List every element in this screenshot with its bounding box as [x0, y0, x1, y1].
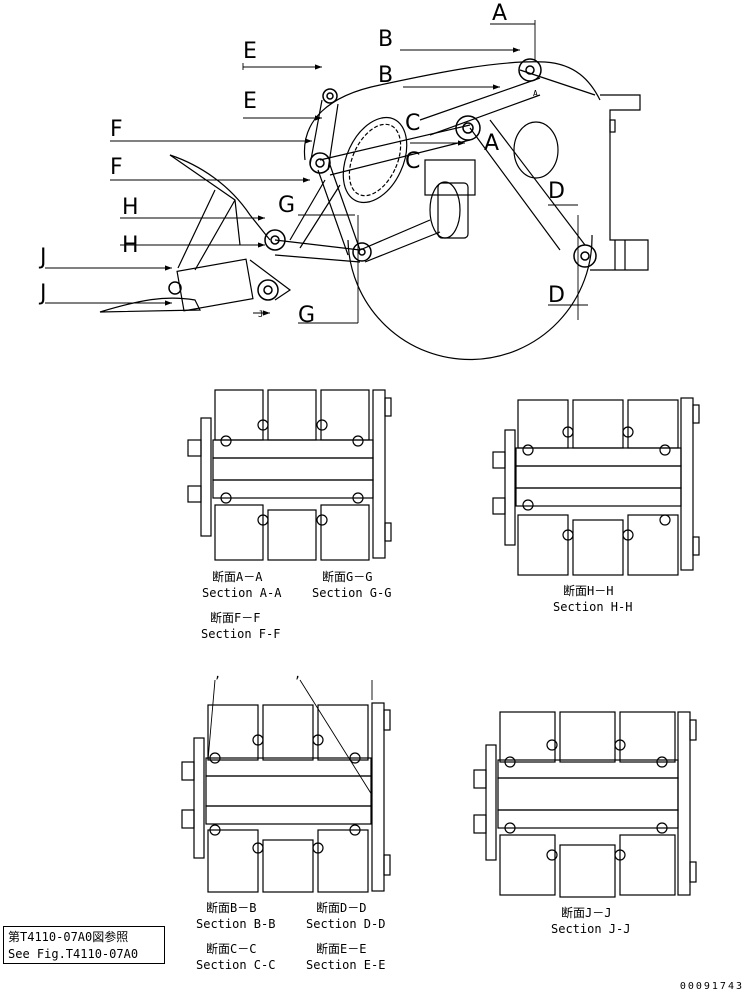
section-caption-jp: 断面C－C	[206, 941, 256, 956]
section-caption-jp: 断面F－F	[210, 610, 260, 625]
section-view-j	[473, 711, 697, 898]
reference-note-jp: 第T4110-07A0図参照	[8, 930, 129, 944]
main-assembly-view	[45, 20, 649, 361]
view-label-f-upper: F	[110, 117, 123, 142]
view-label-g-upper: G	[278, 193, 295, 218]
view-label-f-lower: F	[110, 155, 123, 180]
view-label-c-lower: C	[405, 149, 420, 174]
section-view-a-g-f	[187, 389, 392, 561]
section-caption-en: Section C-C	[196, 958, 275, 972]
comma-mark: ,	[214, 667, 221, 681]
section-caption-jp: 断面E－E	[316, 941, 366, 956]
view-label-j-upper: J	[38, 245, 47, 270]
section-letters: A B B C C D D E E F F G G H H J J A A J	[38, 1, 565, 328]
view-label-a-center: A	[484, 131, 499, 156]
section-caption-en: Section G-G	[312, 586, 391, 600]
section-caption-en: Section H-H	[553, 600, 632, 614]
section-caption-jp: 断面B－B	[206, 900, 256, 915]
view-label-j-lower: J	[38, 281, 47, 306]
section-view-h	[492, 397, 700, 576]
section-view-b-d-c-e: , ,	[181, 667, 391, 893]
section-caption-jp: 断面H－H	[563, 583, 613, 598]
reference-note-en: See Fig.T4110-07A0	[8, 947, 139, 961]
view-label-b-lower: B	[378, 63, 393, 88]
view-label-d-upper: D	[548, 179, 565, 204]
section-caption-en: Section E-E	[306, 958, 385, 972]
section-caption-en: Section D-D	[306, 917, 385, 931]
view-label-h-lower: H	[122, 233, 139, 258]
section-caption-jp: 断面G－G	[322, 569, 372, 584]
section-caption-jp: 断面J－J	[561, 905, 611, 920]
drawing-code: 00091743	[679, 981, 744, 992]
small-mark-j: J	[258, 310, 263, 320]
comma-mark: ,	[294, 667, 301, 681]
reference-note: 第T4110-07A0図参照 See Fig.T4110-07A0	[3, 926, 165, 964]
section-caption-jp: 断面A－A	[212, 569, 263, 584]
section-caption-en: Section A-A	[202, 586, 282, 600]
view-label-a: A	[492, 1, 507, 26]
section-caption-en: Section J-J	[551, 922, 630, 936]
small-mark-a: A	[533, 89, 538, 98]
view-label-d-lower: D	[548, 283, 565, 308]
view-label-c-upper: C	[405, 111, 420, 136]
view-label-b-upper: B	[378, 27, 393, 52]
view-label-g-lower: G	[298, 303, 315, 328]
section-captions: 断面A－A Section A-A 断面G－G Section G-G 断面F－…	[196, 569, 632, 972]
view-label-e-upper: E	[243, 39, 257, 64]
view-label-e-lower: E	[243, 89, 257, 114]
section-caption-en: Section B-B	[196, 917, 275, 931]
view-label-h-upper: H	[122, 195, 139, 220]
section-caption-jp: 断面D－D	[316, 900, 366, 915]
section-caption-en: Section F-F	[201, 627, 280, 641]
